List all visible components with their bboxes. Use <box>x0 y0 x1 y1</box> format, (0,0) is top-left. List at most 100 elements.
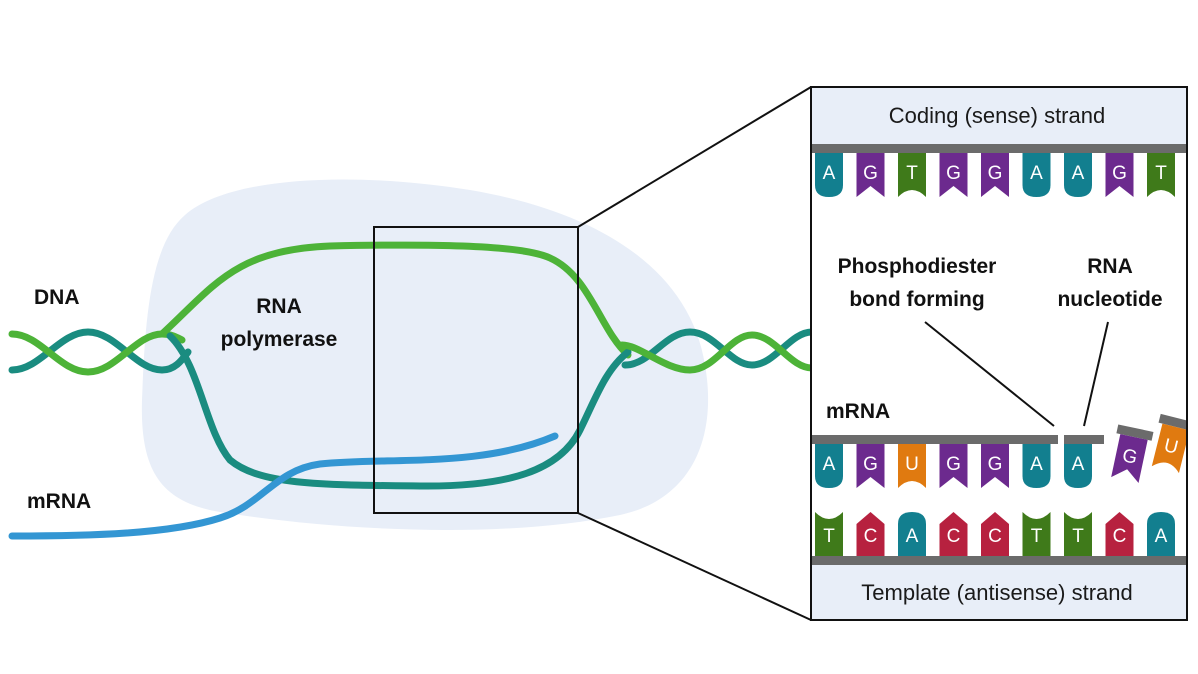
mrna-nucleotide-shape <box>1064 444 1092 488</box>
mrna-nucleotide-shape <box>1022 444 1051 488</box>
zoom-connector-top <box>577 86 812 228</box>
mrna-nucleotide-shape <box>939 444 968 488</box>
mrna-nucleotide-2: U <box>898 444 926 488</box>
coding-nucleotide-shape <box>981 153 1009 197</box>
coding-nucleotide-letter: T <box>1155 163 1167 184</box>
coding-nucleotide-shape <box>1064 153 1092 197</box>
coding-nucleotide-shape <box>1022 153 1051 197</box>
template-nucleotide-letter: T <box>1031 526 1043 547</box>
rna-polymerase-label-line1: RNA <box>256 295 302 318</box>
coding-nucleotide-shape <box>1147 153 1175 197</box>
mrna-nucleotide-letter: G <box>863 454 878 475</box>
coding-strand-backbone <box>811 144 1187 153</box>
dna-template-strand-arc <box>166 332 632 490</box>
template-nucleotide-letter: C <box>947 526 961 547</box>
coding-nucleotide-shape <box>939 153 968 197</box>
incoming-nucleotide-backbone <box>1116 424 1154 441</box>
template-nucleotide-shape <box>1147 512 1175 556</box>
dna-coding-strand-arc <box>158 241 632 359</box>
mrna-nucleotide-6: A <box>1064 444 1092 488</box>
incoming-nucleotide-shape <box>1111 434 1148 483</box>
template-nucleotide-letter: A <box>906 526 919 547</box>
template-nucleotide-letter: C <box>1113 526 1127 547</box>
incoming-nucleotide-letter: U <box>1162 435 1180 459</box>
template-nucleotide-8: A <box>1147 512 1175 556</box>
incoming-nucleotide-shape <box>1151 423 1187 474</box>
template-nucleotide-letter: C <box>864 526 878 547</box>
coding-nucleotide-5: A <box>1022 153 1051 197</box>
mrna-nucleotide-5: A <box>1022 444 1051 488</box>
coding-nucleotide-8: T <box>1147 153 1175 197</box>
coding-nucleotide-3: G <box>939 153 968 197</box>
template-nucleotide-7: C <box>1105 512 1134 556</box>
template-nucleotide-3: C <box>939 512 968 556</box>
template-nucleotide-5: T <box>1022 512 1051 556</box>
mrna-nucleotide-letter: A <box>1072 454 1085 475</box>
template-strand-title: Template (antisense) strand <box>861 580 1132 605</box>
mrna-nucleotide-letter: G <box>946 454 961 475</box>
coding-nucleotide-shape <box>898 153 926 197</box>
right-dna-helix <box>618 328 816 374</box>
mrna-label: mRNA <box>27 490 91 513</box>
coding-nucleotide-letter: G <box>946 163 961 184</box>
coding-nucleotide-2: T <box>898 153 926 197</box>
template-nucleotide-shape <box>815 512 843 556</box>
coding-nucleotide-letter: A <box>1030 163 1043 184</box>
template-nucleotide-shape <box>898 512 926 556</box>
mrna-zoom-label: mRNA <box>826 400 890 423</box>
coding-nucleotide-4: G <box>981 153 1009 197</box>
template-nucleotide-letter: T <box>1072 526 1084 547</box>
mrna-nucleotide-letter: A <box>1030 454 1043 475</box>
mrna-nucleotide-shape <box>815 444 843 488</box>
template-nucleotide-shape <box>939 512 968 556</box>
incoming-nucleotide-0: G <box>1111 434 1148 483</box>
coding-nucleotide-letter: G <box>988 163 1003 184</box>
template-nucleotide-shape <box>1105 512 1134 556</box>
mrna-backbone-new-segment <box>1064 435 1104 444</box>
coding-nucleotide-0: A <box>815 153 843 197</box>
coding-nucleotide-letter: G <box>1112 163 1127 184</box>
template-nucleotide-6: T <box>1064 512 1092 556</box>
template-nucleotide-letter: T <box>823 526 835 547</box>
phosphodiester-pointer <box>924 321 1055 427</box>
coding-title-band <box>811 87 1187 144</box>
coding-nucleotide-letter: G <box>863 163 878 184</box>
coding-nucleotide-shape <box>815 153 843 197</box>
rna-nucleotide-label-line2: nucleotide <box>1057 288 1162 311</box>
zoom-panel-border <box>810 86 1188 621</box>
mrna-nucleotide-shape <box>981 444 1009 488</box>
rna-nucleotide-label-line1: RNA <box>1087 255 1133 278</box>
zoom-selection-box <box>373 226 579 514</box>
phosphodiester-label-line1: Phosphodiester <box>838 255 997 278</box>
template-nucleotide-shape <box>981 512 1009 556</box>
rna-nucleotide-pointer <box>1083 321 1109 427</box>
template-nucleotide-letter: C <box>988 526 1002 547</box>
mrna-backbone <box>811 435 1058 444</box>
coding-nucleotide-7: G <box>1105 153 1134 197</box>
template-nucleotide-letter: A <box>1155 526 1168 547</box>
coding-nucleotide-1: G <box>856 153 885 197</box>
template-nucleotide-1: C <box>856 512 885 556</box>
coding-nucleotide-shape <box>856 153 885 197</box>
mrna-nucleotide-letter: G <box>988 454 1003 475</box>
mrna-nucleotide-3: G <box>939 444 968 488</box>
coding-nucleotide-letter: A <box>823 163 836 184</box>
mrna-nucleotide-4: G <box>981 444 1009 488</box>
mrna-nucleotide-1: G <box>856 444 885 488</box>
right-helix-light-strand <box>618 331 816 374</box>
zoom-connector-bottom <box>577 512 812 621</box>
coding-nucleotide-letter: A <box>1072 163 1085 184</box>
mrna-nucleotide-letter: U <box>905 454 919 475</box>
incoming-nucleotide-1: U <box>1151 423 1187 474</box>
coding-strand-title: Coding (sense) strand <box>889 103 1105 128</box>
mrna-nucleotide-shape <box>898 444 926 488</box>
mrna-nucleotide-shape <box>856 444 885 488</box>
coding-nucleotide-shape <box>1105 153 1134 197</box>
template-nucleotide-0: T <box>815 512 843 556</box>
